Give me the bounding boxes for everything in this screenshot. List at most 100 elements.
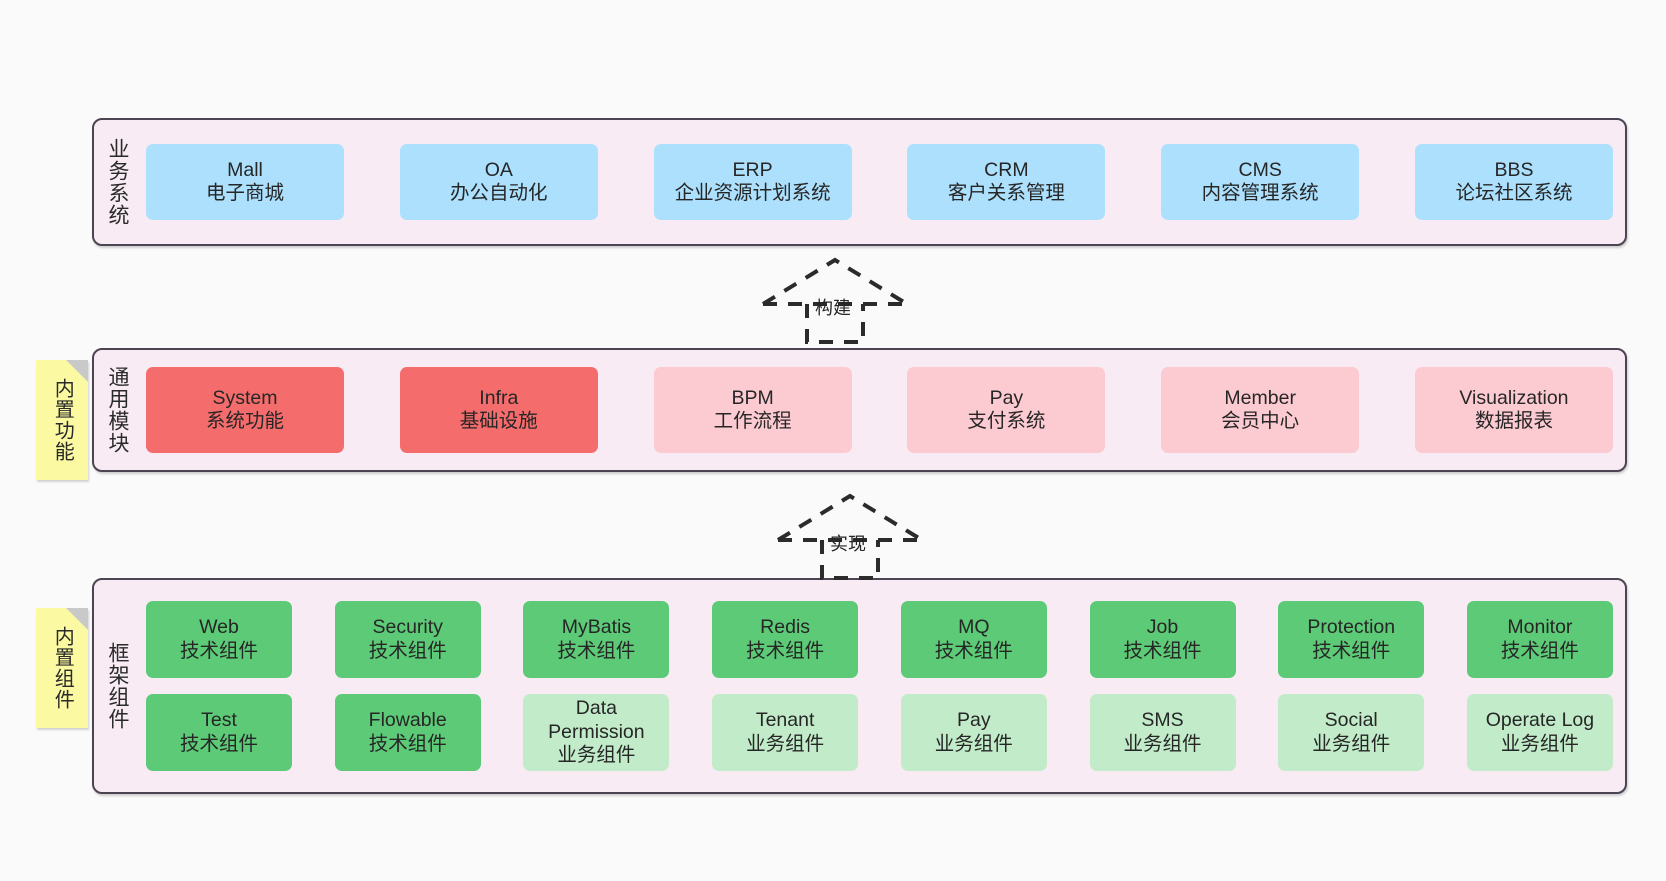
module-box-pay-desc: 支付系统 — [967, 410, 1046, 432]
module-box-infra-desc: 基础设施 — [459, 410, 538, 432]
component-box-flowable-2-name: Flowable — [368, 709, 447, 732]
business-system-layer-title: 业务系统 — [105, 138, 129, 226]
module-box-pay-name: Pay — [989, 386, 1024, 409]
component-box-monitor-desc: 技术组件 — [1500, 639, 1579, 662]
connector-build-label: 构建 — [815, 298, 851, 318]
sticky-fold-corner-icon — [66, 608, 88, 630]
business-box-bbs-desc: 论坛社区系统 — [1455, 182, 1573, 204]
component-box-operate-log-2-desc: 业务组件 — [1500, 732, 1579, 755]
component-box-test-2-name: Test — [201, 709, 237, 732]
component-box-security-desc: 技术组件 — [368, 639, 447, 662]
business-box-crm-name: CRM — [984, 158, 1029, 181]
connector-build-arrow — [761, 257, 909, 344]
module-box-bpm-desc: 工作流程 — [713, 410, 792, 432]
component-box-test-2-desc: 技术组件 — [179, 732, 258, 755]
sticky-note-builtin-component: 内置组件 — [36, 608, 88, 728]
component-box-sms-2-desc: 业务组件 — [1123, 732, 1202, 755]
component-box-pay-2-name: Pay — [957, 709, 991, 732]
module-box-bpm-name: BPM — [731, 386, 774, 409]
module-box-system-name: System — [212, 386, 278, 409]
business-box-erp-desc: 企业资源计划系统 — [674, 182, 831, 204]
connector-build: 构建 — [755, 252, 915, 344]
connector-implement-arrow — [776, 493, 924, 580]
component-box-tenant-2-desc: 业务组件 — [746, 732, 825, 755]
component-box-job-desc: 技术组件 — [1123, 639, 1202, 662]
component-box-redis-name: Redis — [760, 616, 811, 639]
component-box-web-desc: 技术组件 — [179, 639, 258, 662]
component-box-redis-desc: 技术组件 — [746, 639, 825, 662]
business-box-mall-name: Mall — [227, 158, 263, 181]
component-box-mybatis-name: MyBatis — [561, 616, 632, 639]
business-box-erp-name: ERP — [732, 158, 773, 181]
module-box-system-desc: 系统功能 — [205, 410, 284, 432]
module-box-infra-name: Infra — [479, 386, 519, 409]
component-box-mybatis-desc: 技术组件 — [557, 639, 636, 662]
sticky-note-builtin-function-label: 内置功能 — [51, 378, 74, 462]
module-box-member-name: Member — [1224, 386, 1296, 409]
component-box-pay-2-desc: 业务组件 — [934, 732, 1013, 755]
component-box-protection-name: Protection — [1307, 616, 1396, 639]
component-box-mq-desc: 技术组件 — [934, 639, 1013, 662]
module-box-visualization-name: Visualization — [1459, 386, 1569, 409]
component-box-flowable-2-desc: 技术组件 — [368, 732, 447, 755]
module-box-member-desc: 会员中心 — [1221, 410, 1300, 432]
component-box-social-2-desc: 业务组件 — [1312, 732, 1391, 755]
sticky-note-builtin-component-label: 内置组件 — [51, 626, 74, 710]
business-box-cms-name: CMS — [1238, 158, 1282, 181]
common-module-layer-title: 通用模块 — [105, 366, 129, 454]
component-box-social-2-name: Social — [1324, 709, 1378, 732]
framework-component-layer-title: 框架组件 — [105, 642, 129, 730]
component-box-protection-desc: 技术组件 — [1312, 639, 1391, 662]
component-box-web-name: Web — [199, 616, 239, 639]
business-box-oa-name: OA — [484, 158, 513, 181]
component-box-tenant-2-name: Tenant — [755, 709, 815, 732]
sticky-note-builtin-function: 内置功能 — [36, 360, 88, 480]
sticky-fold-corner-icon — [66, 360, 88, 382]
business-box-mall-desc: 电子商城 — [205, 182, 284, 204]
business-box-bbs-name: BBS — [1494, 158, 1534, 181]
component-box-data-permission-2-desc: 业务组件 — [557, 744, 636, 767]
business-box-crm-desc: 客户关系管理 — [947, 182, 1065, 204]
component-box-sms-2-name: SMS — [1141, 709, 1184, 732]
connector-implement-label: 实现 — [830, 534, 866, 554]
component-box-security-name: Security — [372, 616, 443, 639]
module-box-visualization-desc: 数据报表 — [1474, 410, 1553, 432]
